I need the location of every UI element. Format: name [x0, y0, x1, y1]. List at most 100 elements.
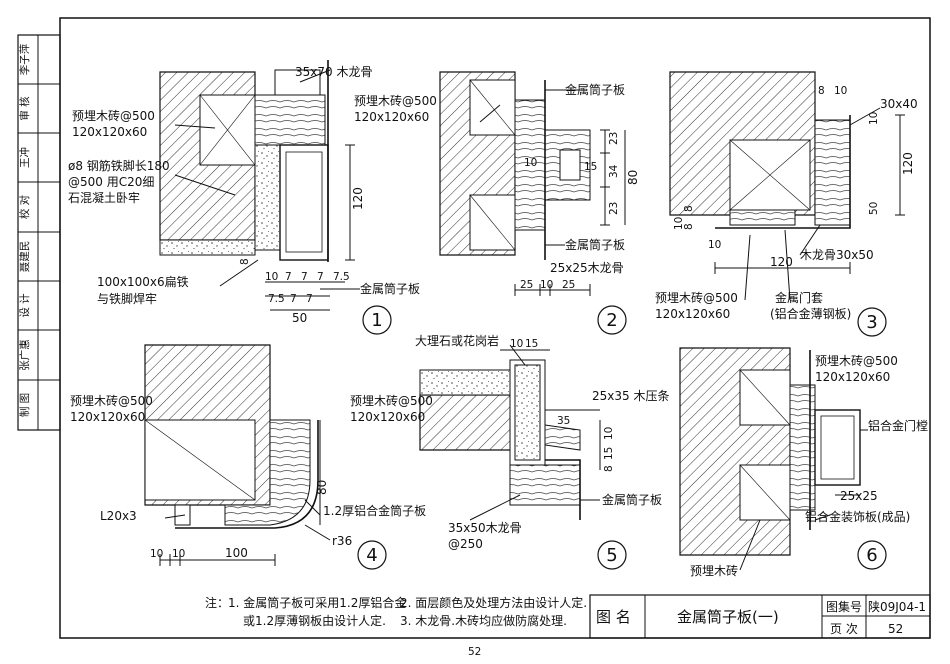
dim-d1-row1: 10	[265, 271, 278, 283]
dim-d2-23a: 23	[608, 132, 620, 145]
label-d5-panel: 金属筒子板	[602, 492, 662, 507]
sidebar-role-label: 张广惠	[18, 339, 31, 371]
dim-d3-120v: 120	[901, 152, 915, 175]
note-1b: 或1.2厚薄钢板由设计人定.	[243, 613, 386, 628]
dim-d3-120: 120	[770, 255, 793, 269]
label-d1-rebar-1: ø8 钢筋铁脚长180	[68, 158, 170, 173]
dim-d4-80: 80	[315, 480, 329, 495]
sidebar-role-label: 制 图	[18, 393, 31, 417]
dim-d1-row1: 7	[317, 271, 324, 283]
label-d3-brick: 预埋木砖@500	[655, 290, 738, 305]
label-d5-brick: 预埋木砖@500	[350, 393, 433, 408]
detail-1	[159, 60, 392, 335]
sidebar-role-label: 李子萍	[18, 44, 31, 76]
label-d5-marble: 大理石或花岗岩	[415, 333, 499, 348]
label-d6-trim: 铝合金装饰板(成品)	[805, 509, 910, 524]
label-d4-angle: L20x3	[100, 509, 137, 523]
dim-d1-total: 50	[292, 311, 307, 325]
label-d1-flat-iron-2: 与铁脚焊牢	[97, 291, 157, 306]
label-d6-brick: 预埋木砖@500	[815, 353, 898, 368]
label-d1-panel: 金属筒子板	[360, 281, 420, 296]
dim-d1-row1: 7	[285, 271, 292, 283]
note-3: 3. 木龙骨.木砖均应做防腐处理.	[400, 613, 567, 628]
detail-number-6: 6	[866, 545, 877, 566]
label-d3-batten: 木龙骨30x50	[800, 248, 874, 262]
dim-d3-10: 10	[834, 85, 847, 97]
dim-d1-row1: 7	[301, 271, 308, 283]
label-d5-batten-2: @250	[448, 537, 483, 551]
dim-d5-10: 10	[510, 338, 523, 350]
label-d1-brick: 预埋木砖@500	[72, 108, 155, 123]
dim-d2-34: 34	[608, 164, 620, 178]
notes-prefix: 注：	[205, 595, 229, 610]
sidebar-role-label: 设 计	[18, 293, 31, 318]
label-d3-size: 30x40	[880, 97, 918, 111]
page-number: 52	[468, 646, 481, 658]
note-1a: 1. 金属筒子板可采用1.2厚铝合金	[228, 595, 406, 610]
dim-d1-row2: 7	[306, 293, 313, 305]
dim-d1-120: 120	[351, 187, 365, 210]
dim-d3-8: 8	[818, 85, 825, 97]
label-d2-brick: 预埋木砖@500	[354, 93, 437, 108]
label-d5-brick-size: 120x120x60	[350, 410, 425, 424]
sidebar-role-label: 王冲	[18, 147, 31, 168]
atlas-label: 图集号	[826, 599, 862, 614]
label-d1-top-batten: 35x70 木龙骨	[295, 65, 372, 79]
detail-6	[679, 347, 887, 571]
dim-d3-left: 8	[683, 205, 695, 212]
dim-d2-15: 15	[584, 161, 597, 173]
dim-d2-bottom: 10	[540, 279, 553, 291]
label-d1-rebar-2: @500 用C20细	[68, 175, 154, 189]
dim-d1-row1: 7.5	[333, 271, 350, 283]
label-d4-radius: r36	[332, 534, 352, 548]
label-d2-brick-size: 120x120x60	[354, 110, 429, 124]
detail-3	[669, 71, 905, 337]
dim-d4-bottom: 100	[225, 546, 248, 560]
label-d3-frame-2: (铝合金薄钢板)	[770, 306, 851, 321]
detail-number-3: 3	[866, 312, 877, 333]
dim-d5-10v: 10	[603, 427, 615, 440]
label-d3-brick-size: 120x120x60	[655, 307, 730, 321]
dim-d3-left: 10	[673, 217, 685, 230]
label-d6-brick-bottom: 预埋木砖	[690, 563, 738, 578]
dim-d3-50: 50	[868, 202, 880, 215]
label-d5-strip: 25x35 木压条	[592, 389, 669, 403]
title-block	[589, 594, 931, 639]
dim-d4-bottom: 10	[150, 548, 163, 560]
dim-d5-15v: 15	[603, 447, 615, 460]
dim-d4-bottom: 10	[172, 548, 185, 560]
note-2: 2. 面层颜色及处理方法由设计人定.	[400, 595, 587, 610]
label-d4-brick-size: 120x120x60	[70, 410, 145, 424]
sidebar-role-label: 审 核	[18, 96, 31, 121]
page-label: 页 次	[830, 622, 858, 636]
dim-d2-bottom: 25	[520, 279, 533, 291]
page-value: 52	[888, 622, 903, 636]
dim-d2-bottom: 25	[562, 279, 575, 291]
dim-d5-8v: 8	[603, 465, 615, 472]
dim-d2-10: 10	[524, 157, 537, 169]
label-d6-size: 25x25	[840, 489, 878, 503]
dim-d2-23b: 23	[608, 202, 620, 215]
label-d2-batten: 25x25木龙骨	[550, 261, 624, 275]
detail-5	[419, 344, 627, 570]
dim-d5-15: 15	[525, 338, 538, 350]
sidebar-role-label: 校 对	[18, 194, 31, 219]
detail-number-5: 5	[606, 545, 617, 566]
detail-4	[144, 344, 387, 570]
dim-d2-80: 80	[626, 170, 640, 185]
dim-d5-35: 35	[557, 415, 570, 427]
detail-number-1: 1	[371, 310, 382, 331]
title-label: 图 名	[596, 608, 631, 626]
dim-d3-10v: 10	[868, 112, 880, 125]
label-d2-panel-bottom: 金属筒子板	[565, 237, 625, 252]
atlas-value: 陕09J04-1	[868, 599, 926, 614]
dim-d3-left: 8	[683, 223, 695, 230]
detail-2	[439, 71, 627, 335]
label-d3-frame: 金属门套	[775, 290, 823, 305]
label-d6-frame: 铝合金门樘	[868, 418, 928, 433]
detail-number-4: 4	[366, 545, 377, 566]
dim-d3-10: 10	[708, 239, 721, 251]
label-d4-brick: 预埋木砖@500	[70, 393, 153, 408]
sidebar-role-label: 聂建民	[18, 241, 31, 273]
